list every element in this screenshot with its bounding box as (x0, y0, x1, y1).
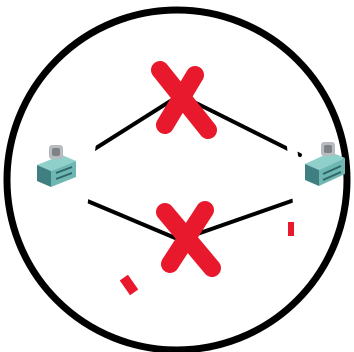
gap-left (75, 135, 97, 211)
link-gaps (75, 135, 303, 211)
red-x-icon (165, 210, 212, 268)
network-device-icon (37, 145, 76, 187)
red-x-icon (160, 70, 208, 130)
red-fragment (288, 222, 294, 236)
network-device-icon (305, 142, 345, 186)
red-fragment (120, 275, 139, 295)
